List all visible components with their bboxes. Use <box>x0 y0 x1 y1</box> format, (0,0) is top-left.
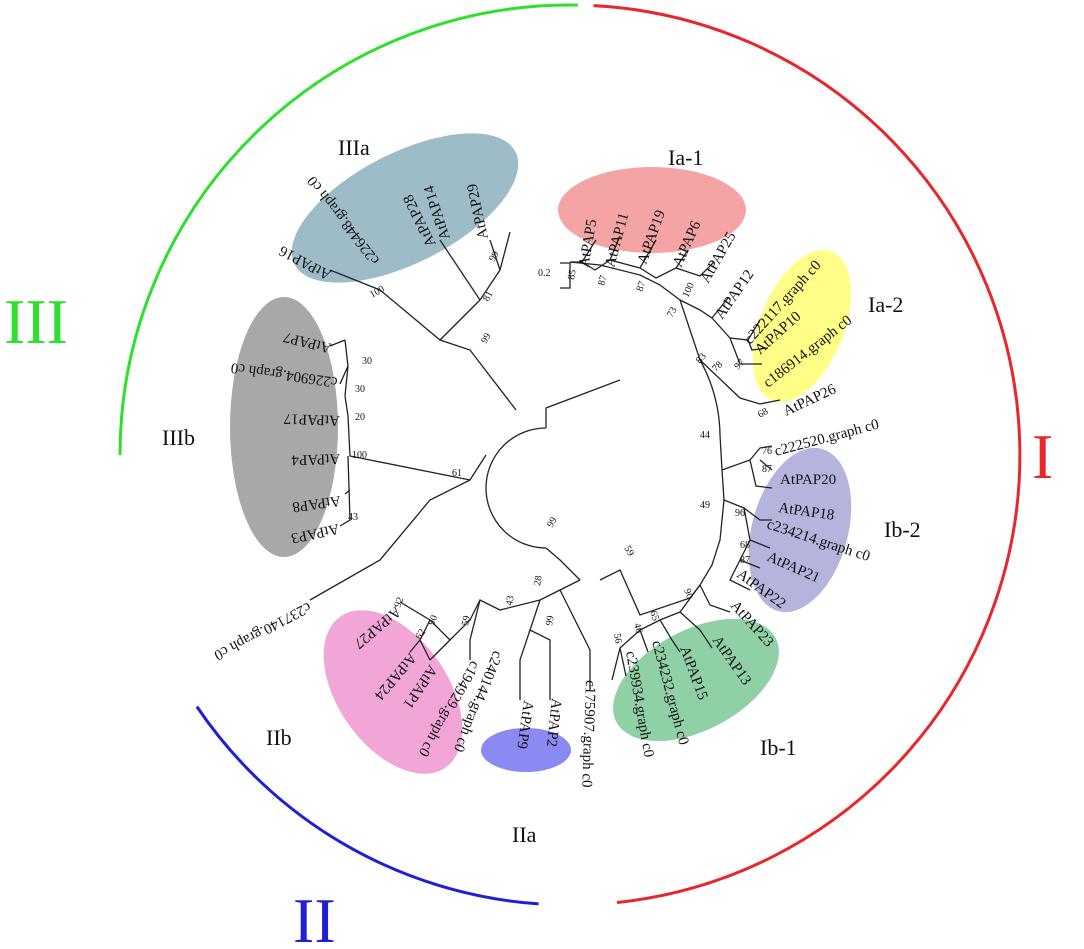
leaf-label: AtPAP17 <box>283 410 340 428</box>
subgroup-label: Ia-1 <box>668 145 703 170</box>
subgroup-IIIa-ellipse <box>291 133 519 283</box>
clade-I-backbone <box>599 434 725 616</box>
subgroup-label: IIIb <box>162 425 195 450</box>
bootstrap-value: 20 <box>355 412 365 423</box>
bootstrap-value: 46 <box>631 622 644 635</box>
bootstrap-value: 44 <box>700 430 710 441</box>
bootstrap-value: 43 <box>348 512 358 523</box>
tree-branches <box>309 231 781 700</box>
bootstrap-value: 61 <box>452 468 462 479</box>
subgroup-Ib-2-ellipse <box>748 447 852 613</box>
ia1-branches <box>570 235 715 279</box>
leaf-label: AtPAP8 <box>291 492 341 515</box>
bootstrap-value: 99 <box>487 249 502 263</box>
leaf-label: AtPAP9 <box>513 699 536 749</box>
bootstrap-value: 87 <box>634 280 648 293</box>
scale-bar-label: 0.2 <box>538 268 551 279</box>
subgroup-IIIb-ellipse <box>230 297 338 557</box>
clade-III-branches <box>309 231 517 601</box>
clade-label-II: II <box>293 885 336 949</box>
bootstrap-value: 87 <box>762 464 772 475</box>
ib1-branches <box>611 584 731 681</box>
leaf-label: AtPAP2 <box>543 698 564 748</box>
bootstrap-value: 97 <box>732 357 747 372</box>
bootstrap-value: 59 <box>621 544 636 558</box>
clade-label-I: I <box>1032 421 1053 492</box>
bootstrap-value: 81 <box>481 289 496 303</box>
bootstrap-value: 68 <box>740 540 750 551</box>
bootstrap-values: 85 87 87 100 73 83 97 78 68 44 76 87 96 … <box>348 249 772 644</box>
leaf-label: c237140.graph c0 <box>211 598 313 663</box>
branch-root-to-clade-II <box>545 547 581 581</box>
bootstrap-value: 87 <box>740 555 750 566</box>
subgroup-label: Ib-1 <box>760 735 797 760</box>
bootstrap-value: 92 <box>392 596 406 609</box>
subgroup-highlights <box>230 133 852 774</box>
bootstrap-value: 76 <box>762 446 772 457</box>
bootstrap-value: 99 <box>544 615 557 627</box>
subgroup-label: IIIa <box>338 135 370 160</box>
bootstrap-value: 49 <box>700 500 710 511</box>
bootstrap-value: 43 <box>504 595 517 607</box>
bootstrap-value: 90 <box>681 587 695 600</box>
subgroup-IIa-ellipse <box>481 728 571 772</box>
bootstrap-value: 59 <box>460 615 473 627</box>
clade-II-arc <box>195 705 539 906</box>
bootstrap-value: 30 <box>362 356 372 367</box>
leaf-label: AtPAP18 <box>777 500 835 524</box>
bootstrap-value: 85 <box>566 269 579 281</box>
leaf-label: AtPAP4 <box>291 450 341 468</box>
branch-root-to-clade-I <box>545 379 621 428</box>
bootstrap-value: 56 <box>611 633 624 645</box>
leaf-label: c175907.graph c0 <box>578 680 598 788</box>
bootstrap-value: 90 <box>426 614 440 627</box>
subgroup-label: Ia-2 <box>868 292 903 317</box>
ib2-branches <box>721 445 773 591</box>
clade-II-branches <box>399 579 591 700</box>
bootstrap-value: 100 <box>352 450 367 461</box>
bootstrap-value: 99 <box>479 331 494 345</box>
bootstrap-value: 100 <box>681 281 697 299</box>
clade-labels: I II III <box>4 286 1053 949</box>
bootstrap-value: 83 <box>694 351 709 366</box>
bootstrap-value: 99 <box>545 515 560 529</box>
subgroup-label: Ib-2 <box>884 517 921 542</box>
bootstrap-value: 68 <box>756 406 770 421</box>
clade-III-arc <box>118 3 578 456</box>
leaf-label: AtPAP12 <box>712 267 757 322</box>
subgroup-Ia-1-ellipse <box>558 167 746 253</box>
scale-bar: 0.2 <box>538 262 571 289</box>
clade-I-arc <box>593 4 1022 904</box>
subgroup-Ia-2-ellipse <box>752 250 852 402</box>
subgroup-label: IIa <box>512 822 537 847</box>
bootstrap-value: 73 <box>665 305 680 319</box>
leaf-label: AtPAP20 <box>780 472 836 488</box>
bootstrap-value: 65 <box>647 609 661 622</box>
root-arc <box>485 427 547 549</box>
subgroup-IIb-ellipse <box>323 610 463 774</box>
ia2-branches <box>679 297 781 405</box>
bootstrap-value: 96 <box>735 508 745 519</box>
bootstrap-value: 87 <box>596 274 609 287</box>
clade-I-upper <box>569 261 721 436</box>
subgroup-Ib-1-ellipse <box>613 618 779 742</box>
subgroup-label: IIb <box>266 725 292 750</box>
clade-label-III: III <box>4 286 68 357</box>
subgroup-labels: Ia-1 Ia-2 Ib-1 Ib-2 IIa IIb IIIa IIIb <box>162 135 921 847</box>
bootstrap-value: 28 <box>532 575 545 587</box>
bootstrap-value: 30 <box>355 384 365 395</box>
